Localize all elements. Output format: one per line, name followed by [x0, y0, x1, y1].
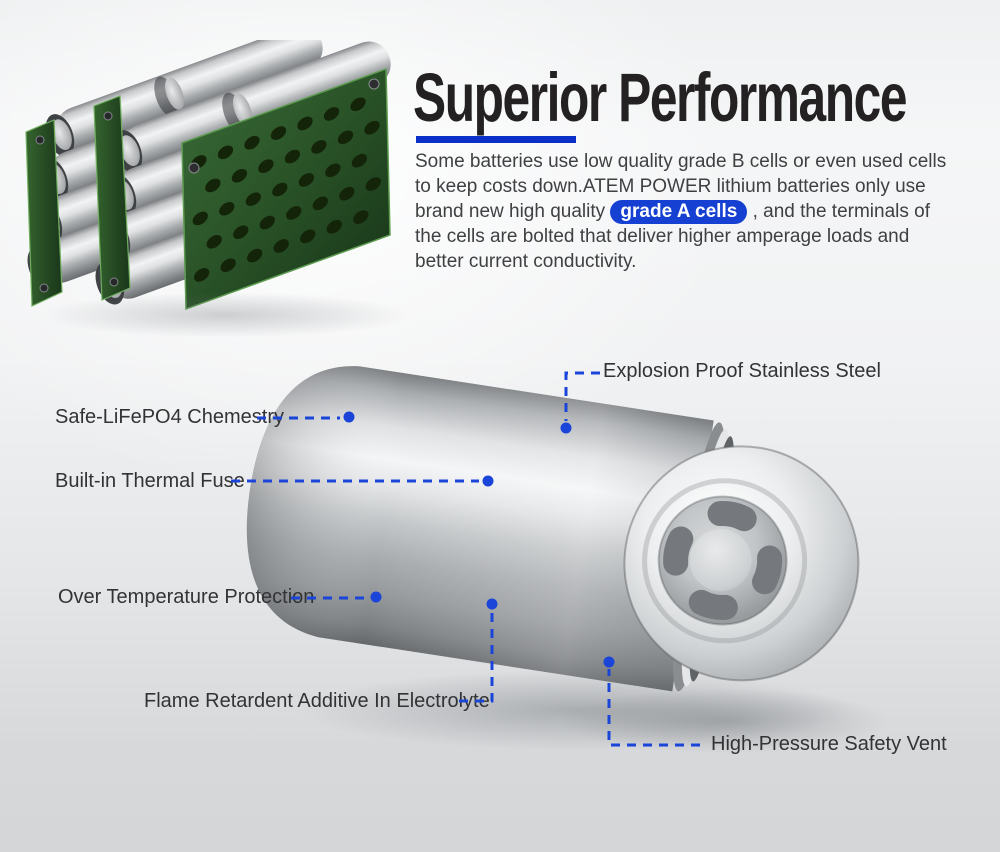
pack-back-cells: [27, 40, 323, 289]
pack-mid-plate: [93, 95, 131, 301]
page-title: Superior Performance: [413, 59, 907, 136]
callout-label-explosion-proof: Explosion Proof Stainless Steel: [603, 360, 881, 382]
callout-line-safety-vent: [603, 656, 700, 747]
battery-cell-image: [246, 366, 860, 692]
pack-shadow: [40, 292, 410, 338]
callout-label-chemistry: Safe-LiFePO4 Chemestry: [55, 406, 284, 428]
grade-a-cells-badge: grade A cells: [610, 200, 748, 224]
callout-label-safety-vent: High-Pressure Safety Vent: [711, 733, 947, 755]
battery-pack-image: [25, 40, 391, 311]
callout-line-flame-retardant: [459, 598, 498, 703]
intro-text-after: , and the terminals of the cells are bol…: [415, 201, 931, 272]
pack-front-cells: [95, 41, 391, 305]
callout-label-flame-retardant: Flame Retardent Additive In Electrolyte: [144, 690, 490, 712]
pack-back-plate: [25, 119, 63, 307]
vent-slots: [663, 500, 783, 620]
pack-hole-plate: [181, 67, 391, 311]
callout-label-thermal-fuse: Built-in Thermal Fuse: [55, 470, 245, 492]
callout-line-thermal-fuse: [231, 475, 494, 487]
title-underline: [416, 136, 576, 143]
callout-line-explosion-proof: [560, 371, 600, 434]
intro-text-before: Some batteries use low quality grade B c…: [415, 151, 947, 222]
callout-label-over-temperature: Over Temperature Protection: [58, 586, 315, 608]
intro-paragraph: Some batteries use low quality grade B c…: [415, 149, 955, 274]
cell-group: [246, 366, 860, 692]
